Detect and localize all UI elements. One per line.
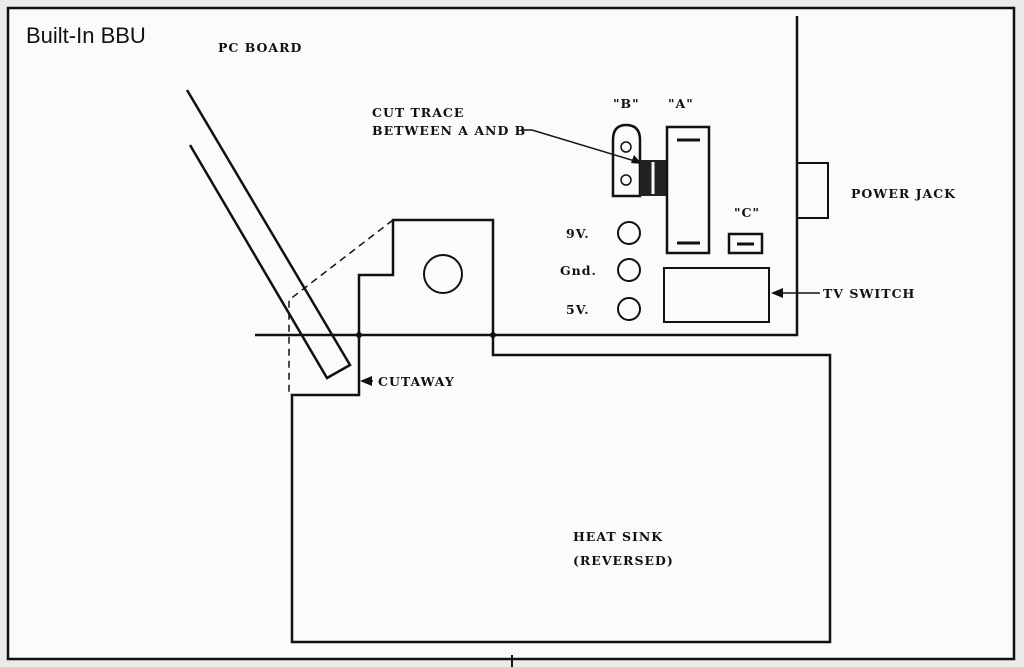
pin-gnd-pad [617,258,641,282]
junction-dot-right [490,332,496,338]
junction-dot-left [356,332,362,338]
jumper-b-pad [611,123,642,198]
ribbon-cable [185,89,352,380]
jumper-b-hole-top [620,141,632,153]
pin-5v-pad [617,297,641,321]
pin-gnd-label: Gnd. [560,263,597,278]
jumper-c-pad [727,232,764,255]
cutaway-arrowhead [360,376,372,386]
diagram-title: Built-In BBU [26,23,146,48]
heat-sink-label-line1: HEAT SINK [573,529,663,544]
tv-switch [663,267,770,323]
pc-board-label: PC BOARD [218,40,302,55]
pin-9v-pad [617,221,641,245]
diagram-panel [6,6,1016,661]
jumper-c-label: "C" [734,205,760,220]
cut-trace-arrowhead [631,155,642,164]
pc-board-outline [255,16,799,337]
cut-trace-label-line2: BETWEEN A AND B [372,123,526,138]
tv-switch-label: TV SWITCH [823,286,915,301]
jumper-a-pad [665,125,711,255]
jumper-a-label: "A" [668,96,694,111]
tv-switch-arrowhead [771,288,783,298]
mounting-hole [423,254,463,294]
power-jack-label: POWER JACK [851,186,956,201]
cut-trace-label-line1: CUT TRACE [372,105,464,120]
cut-trace-leader [522,129,639,163]
pin-5v-label: 5V. [566,302,590,317]
pin-9v-label: 9V. [566,226,590,241]
cutaway-label: CUTAWAY [378,374,455,389]
jumper-b-label: "B" [613,96,640,111]
power-jack [796,162,829,219]
regulator-block [290,218,832,644]
heat-sink-label-line2: (REVERSED) [573,553,674,568]
jumper-b-hole-bottom [620,174,632,186]
